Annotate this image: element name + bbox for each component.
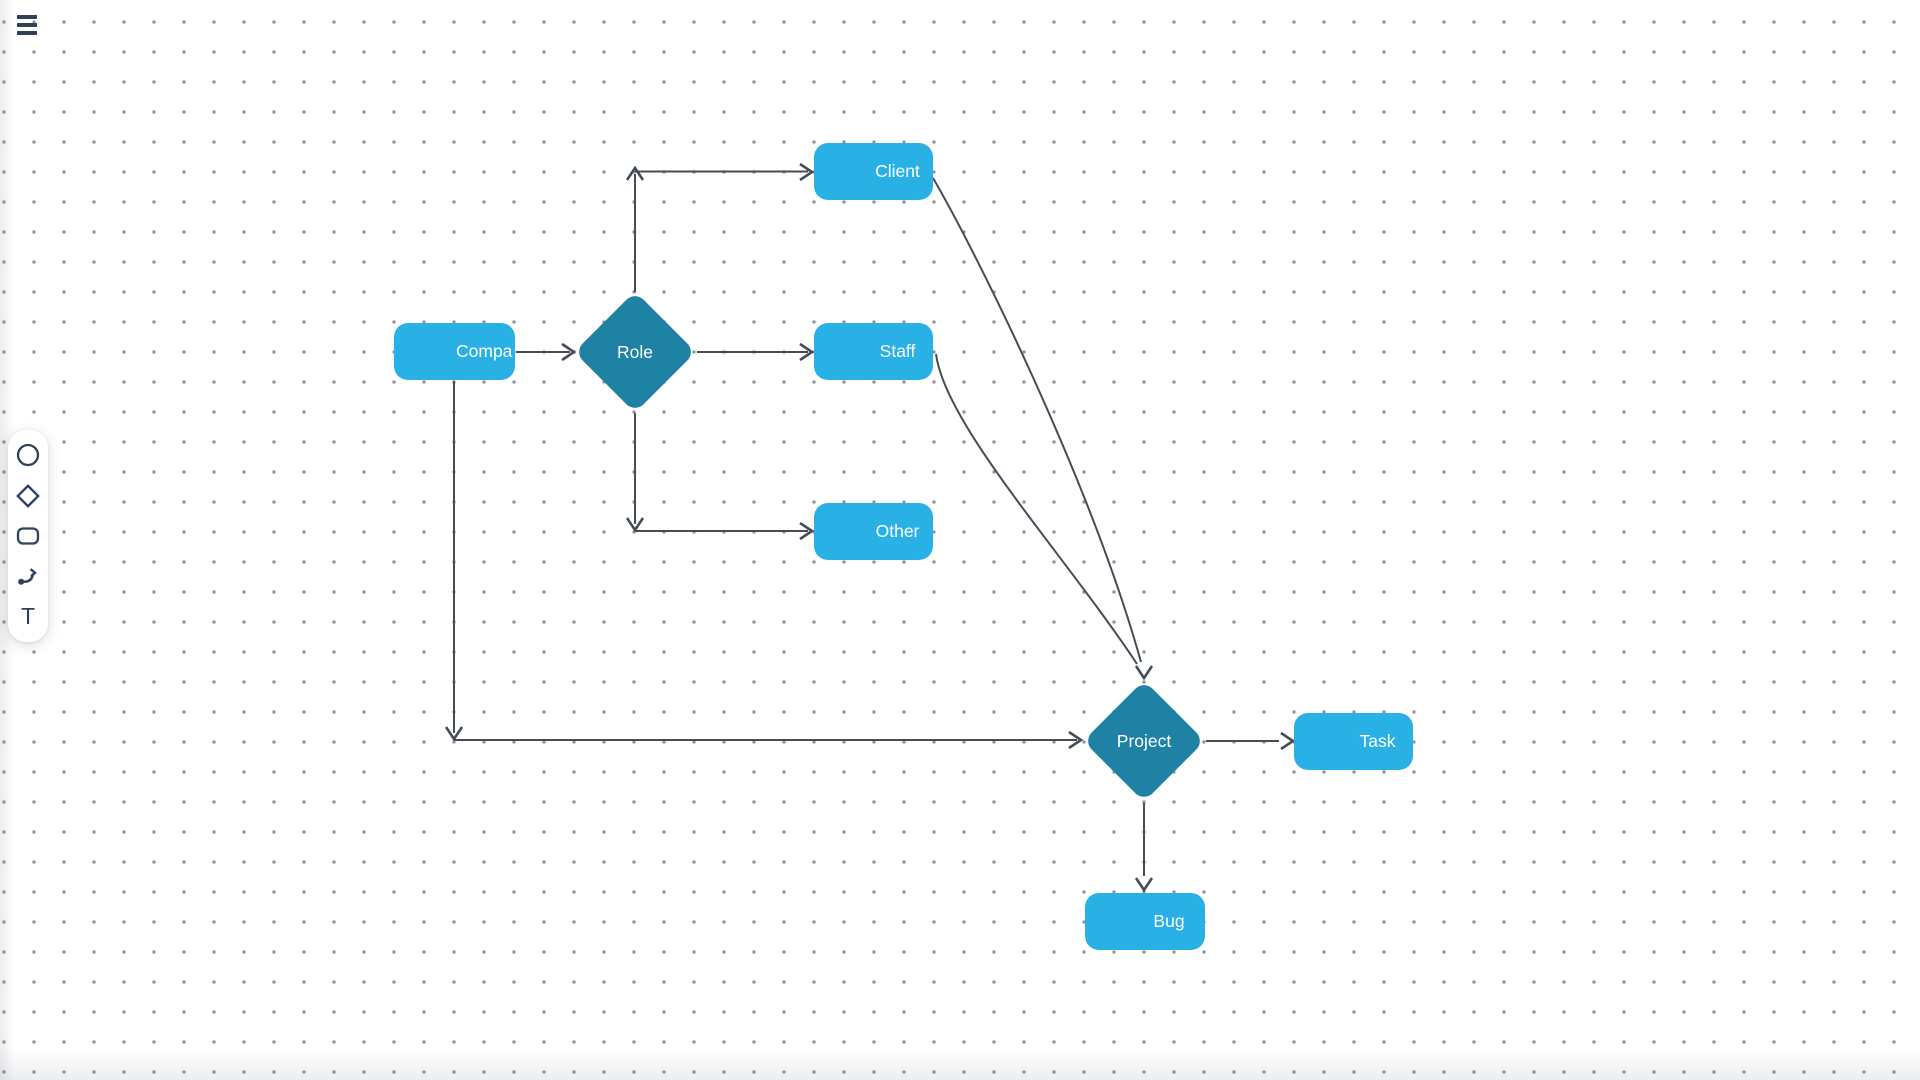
node-label: Task <box>1359 731 1396 751</box>
rounded-rectangle-icon <box>16 527 40 545</box>
diamond-icon <box>16 483 40 508</box>
text-tool-button[interactable]: T <box>13 602 43 632</box>
node-label: Other <box>875 521 920 541</box>
edge-staff-project[interactable] <box>935 353 1154 681</box>
connector-tool-button[interactable] <box>13 561 43 591</box>
shape-toolbar: T <box>8 430 48 642</box>
circle-tool-button[interactable] <box>13 440 43 470</box>
node-bug[interactable]: Bug <box>1085 893 1205 950</box>
node-role[interactable]: Role <box>574 291 696 413</box>
node-staff[interactable]: Staff <box>814 323 933 380</box>
edge-role-other[interactable] <box>625 413 815 541</box>
node-client[interactable]: Client <box>814 143 933 200</box>
node-other[interactable]: Other <box>814 503 933 560</box>
node-project[interactable]: Project <box>1083 680 1205 802</box>
node-label: Staff <box>879 341 916 361</box>
node-label: Client <box>875 161 920 181</box>
hamburger-icon <box>17 15 37 19</box>
text-icon: T <box>20 603 36 630</box>
menu-button[interactable] <box>17 14 39 36</box>
circle-icon <box>16 444 40 467</box>
connector-arrow-icon <box>18 568 37 586</box>
diamond-tool-button[interactable] <box>13 481 43 511</box>
node-label: Compa <box>456 341 513 361</box>
node-label: Project <box>1116 730 1172 751</box>
edge-company-project[interactable] <box>444 381 1084 750</box>
node-label: Role <box>617 341 653 362</box>
edge-project-bug[interactable] <box>1134 803 1154 893</box>
hamburger-icon <box>17 31 37 35</box>
edge-role-client[interactable] <box>625 162 815 292</box>
node-company[interactable]: Compa <box>394 323 515 380</box>
edge-role-staff[interactable] <box>697 342 815 362</box>
edge-client-project[interactable] <box>932 177 1142 663</box>
node-label: Bug <box>1153 911 1185 931</box>
rectangle-tool-button[interactable] <box>13 521 43 551</box>
node-task[interactable]: Task <box>1294 713 1413 770</box>
edge-project-task[interactable] <box>1206 731 1296 751</box>
hamburger-icon <box>17 23 37 27</box>
edge-company-role[interactable] <box>516 342 577 362</box>
